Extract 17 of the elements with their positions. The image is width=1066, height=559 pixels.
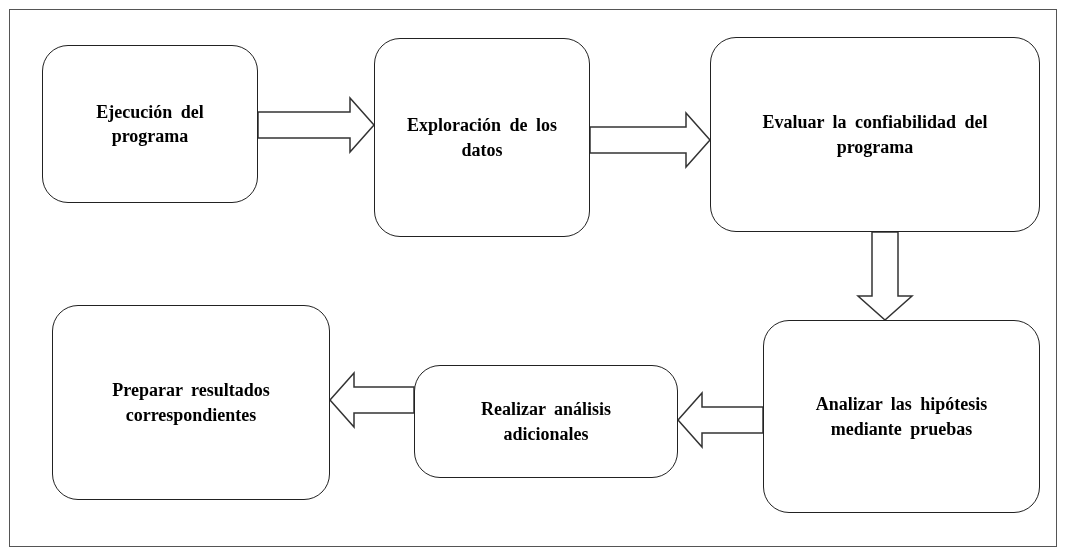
- block-arrow: [589, 111, 711, 169]
- process-label: Analizar las hipótesis mediante pruebas: [814, 393, 989, 441]
- process-box: [763, 320, 1040, 513]
- block-arrow: [856, 231, 914, 321]
- process-box: [414, 365, 678, 478]
- block-arrow: [677, 391, 764, 449]
- process-box: [374, 38, 590, 237]
- process-label: Preparar resultados correspondientes: [111, 379, 271, 427]
- process-box: [710, 37, 1040, 232]
- process-box: [42, 45, 258, 203]
- block-arrow: [257, 96, 375, 154]
- process-label: Evaluar la confiabilidad del programa: [761, 111, 989, 159]
- process-label: Exploración de los datos: [406, 114, 558, 162]
- block-arrow: [329, 371, 415, 429]
- process-box: [52, 305, 330, 500]
- process-label: Ejecución del programa: [95, 100, 205, 148]
- process-label: Realizar análisis adicionales: [479, 398, 613, 446]
